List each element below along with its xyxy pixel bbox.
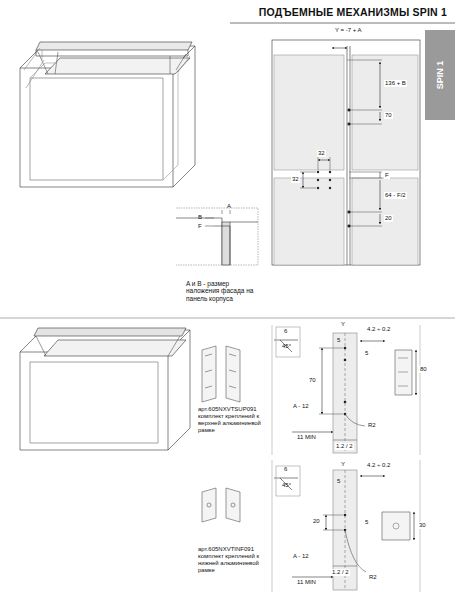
- dimension-label: 20: [384, 215, 393, 222]
- dimension-label: 64 - F/2: [384, 192, 407, 199]
- dimension-label: 4.2 ÷ 0.2: [366, 326, 391, 333]
- dimension-label: R2: [368, 574, 378, 581]
- dimension-label: 5: [337, 337, 340, 344]
- dimension-label: 5: [364, 350, 369, 357]
- bracket-kit: [202, 346, 240, 522]
- dimension-label: Y = -7 + A: [334, 27, 363, 34]
- dimension-label: 5: [337, 478, 340, 485]
- dimension-label: 6: [284, 466, 287, 473]
- dimension-label: 11 MIN: [296, 434, 317, 441]
- dimension-label: 11 MIN: [296, 579, 317, 586]
- dimension-label: 1.2 / 2: [335, 443, 354, 450]
- dimension-label: 30: [418, 522, 427, 529]
- dimension-label: F: [198, 223, 202, 230]
- dimension-label: A - 12: [292, 553, 310, 560]
- page-title: ПОДЪЕМНЫЕ МЕХАНИЗМЫ SPIN 1: [259, 6, 447, 18]
- dimension-label: 45°: [282, 482, 291, 489]
- section-label: SPIN 1: [435, 61, 445, 90]
- dimension-label: 1.2 / 2: [331, 569, 350, 576]
- lower-frame-drilling: [272, 460, 420, 592]
- dimension-label: R2: [367, 422, 377, 429]
- dimension-label: 20: [312, 518, 321, 525]
- dimension-label: Y: [340, 321, 346, 328]
- dimension-label: 80: [419, 366, 428, 373]
- dimension-label: 6: [284, 328, 287, 335]
- dimension-label: 32: [317, 150, 326, 157]
- section-tab: SPIN 1: [425, 30, 455, 120]
- dimension-label: A - 12: [292, 403, 310, 410]
- dimension-label: 70: [384, 112, 393, 119]
- dimension-label: 70: [308, 377, 317, 384]
- caption-note: арт.605NXVTINF091 комплект креплений к н…: [198, 546, 272, 574]
- dimension-label: Y: [340, 461, 346, 468]
- dimension-label: 136 + B: [384, 80, 407, 87]
- dimension-label: A: [227, 203, 231, 210]
- dimension-label: 32: [291, 176, 300, 183]
- dimension-label: F: [384, 172, 390, 179]
- dimension-label: 5: [364, 519, 369, 526]
- dimension-label: 45°: [282, 343, 291, 350]
- caption-note: A и B - размер наложения фасада на панел…: [186, 280, 264, 302]
- dimension-label: B: [198, 214, 202, 221]
- dimension-label: 4.2 ÷ 0.2: [366, 462, 391, 469]
- caption-note: арт.605NXVTSUP091 комплект креплений к в…: [198, 406, 272, 434]
- overlay-detail: [176, 208, 258, 265]
- upper-frame-drilling: [272, 325, 420, 455]
- front-layout: [272, 40, 420, 265]
- cabinet: [20, 328, 190, 450]
- cabinet: [20, 42, 195, 187]
